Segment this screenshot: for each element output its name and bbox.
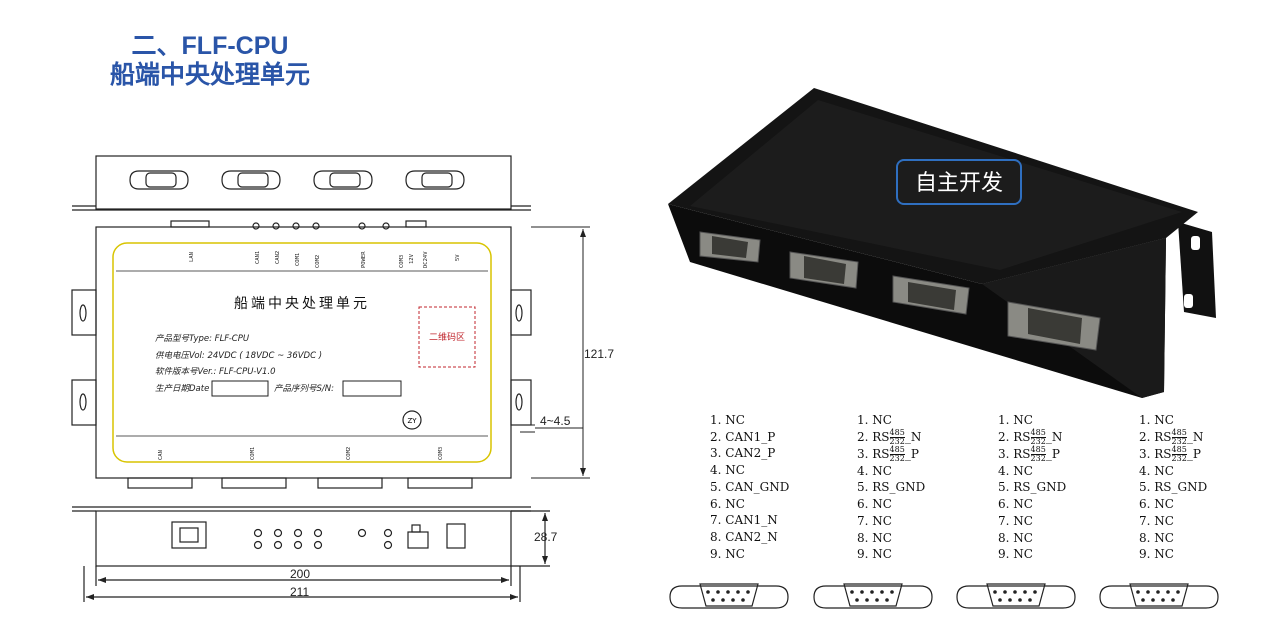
pin-line: 5. RS_GND: [1139, 480, 1208, 495]
label-panel: [112, 242, 492, 463]
pin-line: 1. NC: [857, 413, 892, 427]
db9-connector-3: [956, 583, 1076, 609]
pin-line: 4. NC: [710, 463, 745, 478]
cert-mark: [402, 410, 422, 430]
dim-flange: 4~4.5: [540, 414, 571, 428]
pin-line: 9. NC: [710, 546, 745, 561]
pin-line: 3. CAN2_P: [710, 446, 776, 461]
pin-line: 5. RS_GND: [998, 480, 1067, 495]
pin-line: 1. NC: [1139, 413, 1174, 427]
pin-line: 7. NC: [1139, 513, 1174, 528]
top-connectors: [129, 170, 465, 190]
bottom-label-com3: COM3: [438, 447, 444, 460]
dim-outer-width: 211: [290, 585, 309, 599]
lan-port: [171, 521, 207, 549]
power-terminal: [407, 531, 429, 549]
top-label-dc24v: DC24V: [423, 251, 429, 268]
pin-line: 1. NC: [998, 413, 1033, 427]
top-side-view: [95, 155, 512, 210]
top-label-can1: CAN1: [255, 251, 261, 264]
dip-switch: [446, 523, 466, 549]
front-view-body: [95, 226, 512, 479]
technical-drawing: ZY: [71, 155, 614, 602]
top-label-5v: 5V: [455, 254, 461, 261]
bottom-side-view: [95, 510, 512, 567]
dim-depth: 28.7: [534, 530, 558, 544]
db9-connector-2: [813, 583, 933, 609]
top-label-lan: LAN: [189, 252, 195, 262]
pin-line: 8. NC: [857, 530, 892, 545]
qr-area: [418, 306, 476, 368]
bottom-label-com2: COM2: [346, 447, 352, 460]
pin-line: 7. CAN1_N: [710, 513, 778, 528]
pin-line: 7. NC: [857, 513, 892, 528]
pin-line: 6. NC: [857, 497, 892, 512]
pin-line: 4. NC: [1139, 463, 1174, 478]
pin-line: 4. NC: [998, 463, 1033, 478]
pin-line: 7. NC: [998, 513, 1033, 528]
db9-connector-4: [1099, 583, 1219, 609]
bottom-label-can: CAN: [158, 450, 164, 460]
pin-line: 9. NC: [998, 547, 1033, 562]
pin-line: 6. NC: [1139, 497, 1174, 512]
title-line-1: 二、FLF-CPU: [131, 32, 289, 60]
title-line-2: 船端中央处理单元: [109, 59, 310, 89]
top-label-12v: 12V: [409, 253, 415, 264]
panel-title: 船端中央处理单元: [234, 296, 370, 312]
date-box: [211, 380, 269, 397]
pin-line: 6. NC: [710, 496, 745, 511]
pin-line: 8. NC: [1139, 530, 1174, 545]
pin-line: 4. NC: [857, 463, 892, 478]
pin-line: 1. NC: [710, 413, 745, 427]
voltage-label: 供电电压Vol: 24VDC ( 18VDC ~ 36VDC ): [155, 350, 322, 361]
pin-line: 5. CAN_GND: [710, 479, 790, 494]
type-label: 产品型号Type: FLF-CPU: [155, 333, 250, 344]
top-label-com3: COM3: [399, 255, 405, 268]
pin-line: 6. NC: [998, 497, 1033, 512]
qr-label: 二维码区: [429, 331, 465, 343]
date-label: 生产日期Date: [155, 383, 209, 394]
pin-line: 9. NC: [1139, 547, 1174, 562]
dim-inner-width: 200: [290, 567, 310, 581]
page-title: 二、FLF-CPU 船端中央处理单元: [80, 32, 340, 90]
pin-line: 8. CAN2_N: [710, 529, 778, 544]
pin-line: 5. RS_GND: [857, 480, 926, 495]
db9-connector-1: [669, 583, 789, 609]
self-developed-badge: 自主开发: [896, 159, 1022, 205]
dim-height: 121.7: [584, 347, 614, 361]
serial-box: [342, 380, 402, 397]
top-label-com2: COM2: [315, 255, 321, 268]
cert-mark-text: ZY: [407, 417, 417, 425]
top-label-com1: COM1: [295, 253, 301, 266]
pin-line: 8. NC: [998, 530, 1033, 545]
bottom-label-com1: COM1: [250, 447, 256, 460]
version-label: 软件版本号Ver.: FLF-CPU-V1.0: [155, 366, 275, 377]
serial-label: 产品序列号S/N:: [274, 383, 334, 394]
top-label-can2: CAN2: [275, 251, 281, 264]
pin-line: 9. NC: [857, 547, 892, 562]
pin-line: 2. CAN1_P: [710, 429, 776, 444]
top-label-power: POWER: [361, 251, 367, 268]
